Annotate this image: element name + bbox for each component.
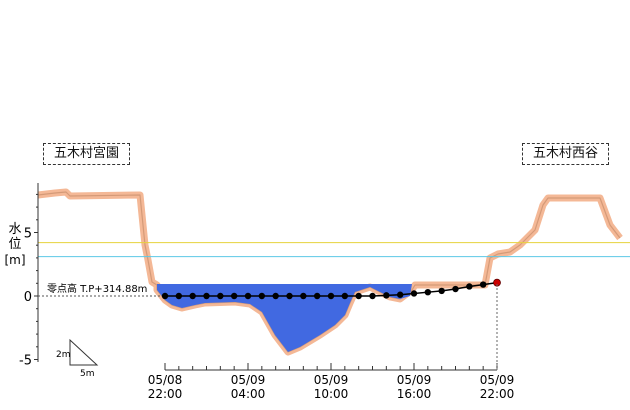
y-unit-label: [m] (4, 253, 25, 267)
water-area (157, 284, 412, 352)
y-tick-label-2: -5 (19, 354, 32, 369)
x-tick-date-1: 05/09 (231, 373, 266, 387)
scale-vertical-label: 2m (56, 350, 71, 360)
series-point (369, 292, 376, 300)
scale-horizontal-label: 5m (80, 369, 95, 379)
x-tick-time-0: 22:00 (148, 387, 183, 401)
left-bank-label: 五木村宮園 (43, 143, 131, 165)
x-tick-time-1: 04:00 (231, 387, 266, 401)
series-point (189, 292, 196, 300)
series-point (327, 292, 335, 300)
series-point (217, 292, 224, 300)
series-point (466, 283, 473, 290)
series-point (161, 292, 169, 300)
x-tick-date-4: 05/09 (480, 373, 515, 387)
series-point (452, 285, 459, 293)
series-point (203, 292, 210, 300)
series-point (355, 292, 362, 300)
x-tick-time-3: 16:00 (397, 387, 432, 401)
y-label-char-1: 水 (8, 222, 21, 237)
y-tick-label-0: 5 (24, 227, 32, 242)
y-tick-label-1: 0 (24, 290, 32, 305)
series-point (383, 292, 390, 299)
series-point (230, 292, 238, 300)
x-tick-date-3: 05/09 (397, 373, 432, 387)
series-point (341, 292, 349, 300)
series-point (313, 292, 321, 300)
x-tick-date-2: 05/09 (314, 373, 349, 387)
x-tick-date-0: 05/08 (148, 373, 183, 387)
series-point (272, 292, 279, 300)
scale-triangle (69, 338, 99, 366)
x-tick-time-4: 22:00 (480, 387, 515, 401)
series-point (244, 292, 252, 300)
series-point (300, 292, 307, 300)
series-point-latest (493, 278, 501, 287)
series-point (175, 292, 183, 300)
y-label-char-2: 位 (8, 237, 21, 252)
right-bank-label: 五木村西谷 (522, 143, 610, 165)
series-point (396, 291, 404, 298)
series-point (258, 292, 266, 300)
series-point (410, 290, 418, 297)
series-point (438, 287, 445, 295)
x-tick-time-2: 10:00 (314, 387, 349, 401)
series-point (479, 281, 487, 288)
series-point (286, 292, 293, 300)
series-point (424, 288, 432, 296)
zero-level-label: 零点高 T.P+314.88m (47, 282, 147, 295)
